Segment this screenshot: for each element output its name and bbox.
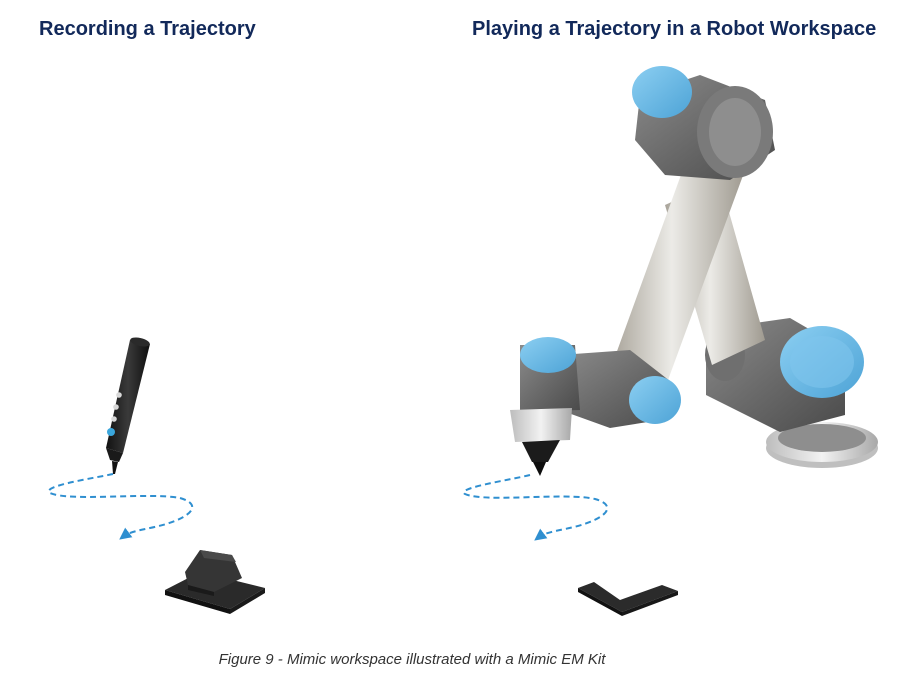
right-heading: Playing a Trajectory in a Robot Workspac… — [472, 18, 877, 40]
stylus-recorder-icon — [106, 337, 150, 474]
sensor-hub-icon — [165, 550, 265, 614]
l-bracket-icon — [578, 582, 678, 616]
played-trajectory-path — [462, 474, 609, 541]
left-heading: Recording a Trajectory — [39, 18, 256, 40]
figure-caption: Figure 9 - Mimic workspace illustrated w… — [218, 651, 606, 668]
recorded-trajectory-path — [47, 473, 194, 540]
robot-arm-icon — [510, 66, 878, 476]
